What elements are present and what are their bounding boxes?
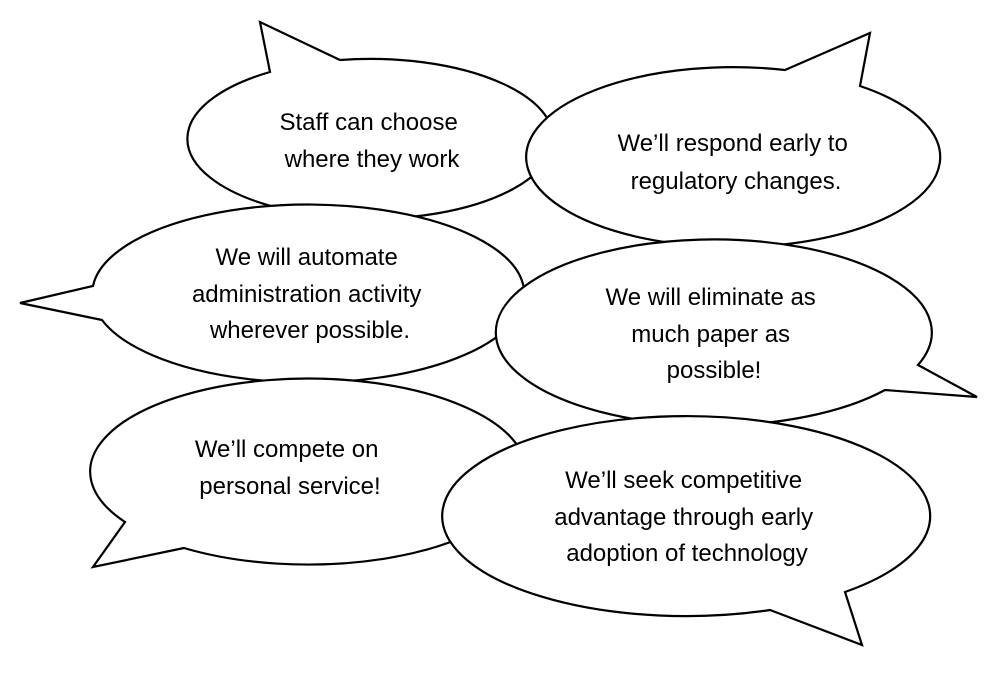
speech-bubble-shape <box>525 31 942 249</box>
bubble-text: We will eliminate as much paper as possi… <box>606 284 823 384</box>
speech-bubble-shape <box>186 20 555 220</box>
speech-bubble-shape <box>441 414 932 647</box>
bubble-text: We will automate administration activity… <box>192 244 428 344</box>
speech-bubble-eliminate-paper: We will eliminate as much paper as possi… <box>494 238 978 427</box>
bubble-text: We’ll respond early to regulatory change… <box>617 130 854 195</box>
speech-bubble-personal-service: We’ll compete on personal service! <box>89 377 528 569</box>
speech-bubble-regulatory: We’ll respond early to regulatory change… <box>525 31 942 249</box>
speech-bubble-shape <box>19 203 526 384</box>
speech-bubble-shape <box>89 377 528 569</box>
bubble-text: We’ll seek competitive advantage through… <box>554 467 820 567</box>
speech-bubble-choose-workplace: Staff can choose where they work <box>186 20 555 220</box>
bubble-text: Staff can choose where they work <box>279 109 464 173</box>
speech-bubble-automate-admin: We will automate administration activity… <box>19 203 526 384</box>
bubble-text: We’ll compete on personal service! <box>195 436 385 500</box>
speech-bubble-early-technology: We’ll seek competitive advantage through… <box>441 414 932 647</box>
